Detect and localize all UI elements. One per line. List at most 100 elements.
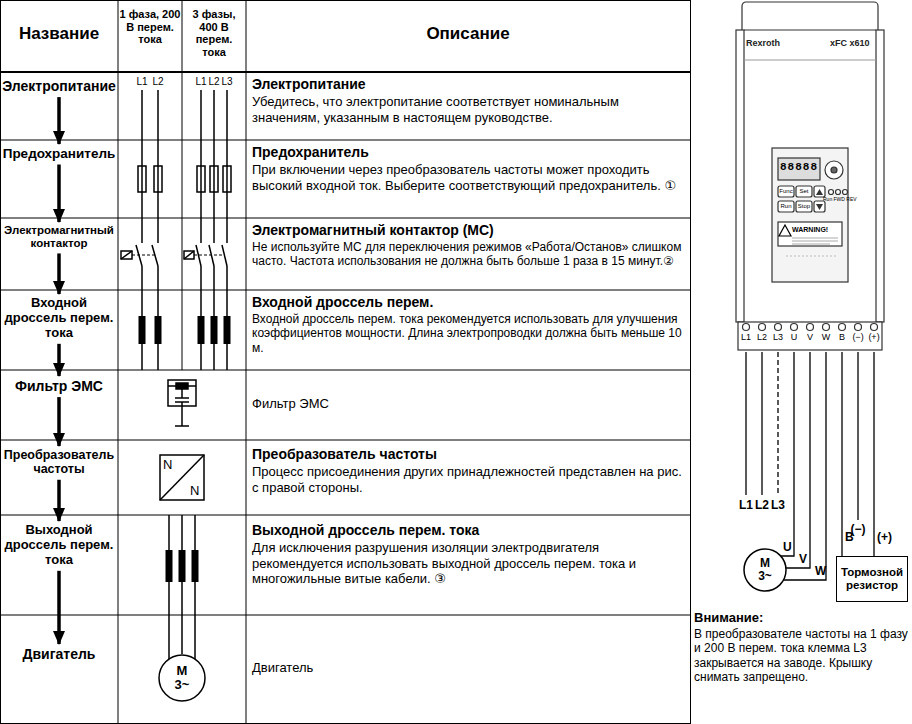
node-text: Двигатель [2, 646, 116, 662]
wire [786, 352, 810, 568]
power-wires [142, 90, 227, 140]
flow-arrow [57, 480, 61, 521]
description-text: Входной дроссель перем. тока рекомендует… [252, 312, 686, 355]
component-name: Электропитание [2, 78, 116, 94]
wire [841, 352, 842, 556]
phase-label: L2 [151, 76, 165, 88]
description-heading: Выходной дроссель перем. тока [252, 522, 686, 539]
panel-label: WARNING! [792, 226, 840, 234]
terminal-label: V [802, 333, 818, 343]
terminal-label: L1 [738, 333, 754, 343]
wire [783, 352, 826, 580]
mains-wires [746, 352, 858, 520]
brake-resistor: Тормозной резистор [836, 556, 908, 602]
panel-label: Func [778, 188, 794, 195]
component-name: Фильтр ЭМС [2, 378, 116, 394]
phase-label: L1 [135, 76, 149, 88]
motor-wires [169, 615, 195, 659]
description-text: Процесс присоединения других принадлежно… [252, 464, 686, 495]
phase-label: L1 [194, 76, 208, 88]
terminal-label: U [786, 333, 802, 343]
panel-label: Run FWD REV [823, 197, 853, 203]
description-text: При включении через преобразователь част… [252, 162, 686, 193]
wire-label: B [845, 530, 854, 544]
note-text: Внимание: [694, 610, 908, 626]
terminal-label: W [818, 333, 834, 343]
description-text: Для исключения разрушения изоляции элект… [252, 540, 686, 587]
terminal-label: B [834, 333, 850, 343]
inverter-housing: Rexroth xFC x610 [736, 2, 884, 352]
contactor-symbol [121, 218, 227, 290]
column-header: Описание [246, 24, 690, 44]
component-name: Выходной дроссель перем. тока [2, 523, 116, 568]
component-name: Входной дроссель перем. тока [2, 296, 116, 341]
flow-arrow [57, 571, 61, 644]
flow-arrow [57, 165, 61, 222]
wire-label: U [783, 540, 792, 554]
description-heading: Преобразователь частоты [252, 446, 686, 463]
motor-outline [159, 655, 205, 701]
motor-symbol: M 3~ [158, 654, 206, 702]
wire-label: L2 [754, 498, 770, 512]
column-header: 3 фазы, 400 В перем. тока [183, 8, 245, 59]
terminal-label: L3 [770, 333, 786, 343]
fuse-symbol [138, 140, 231, 218]
input-choke-symbol [139, 290, 231, 370]
motor-outline [744, 549, 786, 591]
wire [781, 352, 794, 556]
wire-label: L3 [770, 498, 786, 512]
node-text: M 3~ [172, 664, 192, 691]
flow-arrow [57, 97, 61, 144]
description-text: Не используйте MC для переключения режим… [252, 240, 686, 269]
wire-label: L1 [738, 498, 754, 512]
node-text: Предохранитель [2, 146, 116, 162]
node-text: Входной дроссель перем. тока [2, 296, 116, 341]
flow-arrow [57, 397, 61, 446]
emc-filter-symbol [168, 380, 196, 426]
node-text: Электропитание [2, 78, 116, 94]
terminal-label: L2 [754, 333, 770, 343]
table-grid [0, 0, 691, 724]
column-header: Название [0, 24, 118, 44]
motor-symbol: M 3~ [743, 548, 787, 592]
panel-label: Stop [796, 203, 812, 210]
phase-label: L3 [220, 76, 234, 88]
description-text: Двигатель [252, 660, 686, 676]
wire-label: (+) [877, 530, 892, 544]
panel-label: Set [796, 188, 812, 195]
description-text: Фильтр ЭМС [252, 396, 686, 412]
description-heading: Предохранитель [252, 144, 686, 161]
wire-label: V [799, 552, 807, 566]
component-name: Преобразователь частоты [2, 448, 116, 477]
inverter-housing [736, 2, 884, 350]
node-text: Выходной дроссель перем. тока [2, 523, 116, 568]
component-name: Двигатель [2, 646, 116, 662]
wire-label: W [815, 564, 826, 578]
inverter-symbol [160, 455, 204, 500]
flow-arrow [57, 253, 61, 294]
phase-label: L2 [207, 76, 221, 88]
terminal-label: (−) [849, 333, 867, 343]
component-name: Предохранитель [2, 146, 116, 162]
component-name: Электромагнитный контактор [2, 224, 116, 250]
column-header: 1 фаза, 200 В перем. тока [119, 8, 181, 46]
node-text: Фильтр ЭМС [2, 378, 116, 394]
symbol-letter: N [190, 483, 202, 499]
description-heading: Электромагнитный контактор (MC) [252, 222, 686, 239]
flow-arrow [57, 344, 61, 376]
node-text: Преобразователь частоты [2, 448, 116, 477]
panel-label: Run [778, 203, 794, 210]
node-text: Тормозной резистор [840, 566, 904, 592]
symbol-letter: N [163, 457, 175, 473]
description-text: Убедитесь, что электропитание соответств… [252, 94, 686, 125]
output-choke-symbol [166, 515, 199, 615]
description-heading: Электропитание [252, 76, 686, 93]
node-text: M 3~ [755, 557, 775, 582]
note-text: В преобразователе частоты на 1 фазу и 20… [694, 627, 908, 685]
node-text: Электромагнитный контактор [2, 224, 116, 250]
brand-label: Rexroth [746, 38, 780, 48]
brand-label: xFC x610 [830, 38, 870, 48]
description-heading: Входной дроссель перем. [252, 294, 686, 311]
wire [873, 352, 874, 556]
